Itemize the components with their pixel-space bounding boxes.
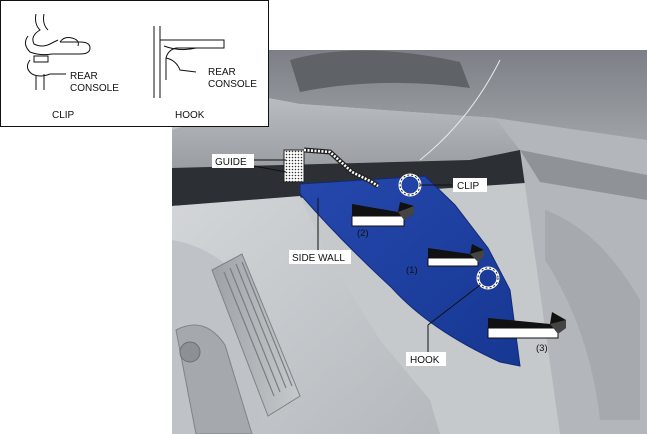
console-recess [290, 50, 470, 92]
pedal-pad [211, 253, 301, 417]
hook-label-box [406, 352, 446, 366]
clip-detail-text-1: REAR [70, 71, 98, 82]
hook-leader [427, 284, 481, 326]
guide-callout: GUIDE [212, 154, 287, 173]
hook-circle-dash [477, 267, 499, 289]
detail-inset: REAR CONSOLE CLIP REAR CONSOLE HOOK [0, 0, 269, 127]
hook-indicator: HOOK [406, 266, 500, 366]
hook-shadow [163, 45, 197, 51]
side-wall-callout: SIDE WALL [289, 198, 351, 264]
accelerator-pedal [175, 253, 301, 434]
hook-detail-caption: HOOK [175, 110, 205, 121]
clip-label-box [453, 178, 487, 192]
pedal-ribs [223, 261, 293, 397]
side-wall-callout-label: SIDE WALL [292, 253, 345, 264]
clip-detail-drawing [24, 13, 91, 90]
guide-part [283, 147, 380, 189]
inset-frame [0, 0, 269, 127]
guide-callout-label: GUIDE [215, 157, 247, 168]
dark-trim-strip [172, 150, 540, 206]
arrow-3-tip [550, 320, 566, 334]
arrow-step-1: (1) [406, 244, 484, 276]
right-panel-ridge [520, 150, 647, 200]
guide-leader-bottom [253, 165, 287, 173]
arrow-2-base [351, 215, 405, 227]
clip-detail-text-2: CONSOLE [70, 83, 119, 94]
clip-callout-label: CLIP [457, 181, 480, 192]
harness-wire [419, 59, 501, 161]
hook-callout-label: HOOK [410, 355, 440, 366]
arrow-step-2: (2) [351, 202, 414, 239]
step-2-label: (2) [357, 228, 369, 239]
guide-label-box [212, 154, 254, 168]
arrow-1-tip [470, 250, 484, 262]
hook-arm [160, 39, 225, 80]
clip-body [24, 35, 91, 56]
side-wall-label-box [289, 250, 351, 264]
clip-upper-curve [32, 13, 59, 47]
clip-indicator: CLIP [398, 173, 487, 197]
step-3-label: (3) [536, 343, 548, 354]
hook-detail-text-1: REAR [208, 67, 236, 78]
arrow-3-base [487, 327, 559, 339]
guide-track [303, 148, 379, 188]
hook-detail-text-2: CONSOLE [208, 79, 257, 90]
hook-detail-drawing [153, 26, 225, 98]
clip-stem [35, 74, 45, 90]
clip-base [33, 55, 49, 63]
arrow-1-base [427, 257, 479, 267]
clip-upper-inner [43, 13, 49, 31]
clip-head [59, 37, 79, 47]
pedal-pivot [179, 341, 201, 363]
hook-lip [165, 57, 197, 73]
right-panel-curve [545, 210, 640, 420]
step-1-label: (1) [406, 265, 418, 276]
arrow-2-tip [398, 206, 414, 220]
clip-detail-caption: CLIP [52, 110, 75, 121]
guide-retainer [283, 149, 305, 183]
arrow-step-3: (3) [487, 312, 566, 354]
